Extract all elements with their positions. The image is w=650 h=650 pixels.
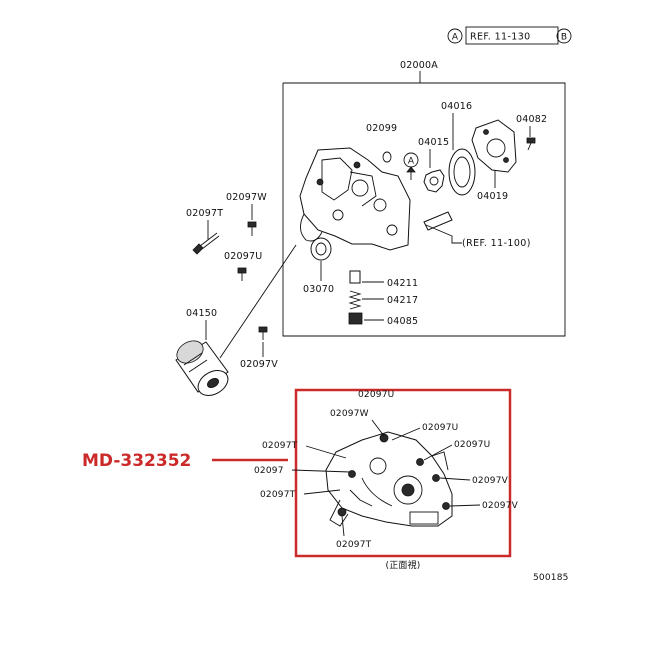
label-04016[interactable]: 04016 (441, 101, 472, 112)
label-02097V[interactable]: 02097V (240, 359, 278, 370)
hl-leader-u-right (391, 427, 421, 441)
ref-marker-b: B (561, 33, 567, 43)
ref-marker-a-circle (447, 28, 463, 44)
screw-icon (526, 137, 536, 151)
label-04019[interactable]: 04019 (477, 191, 508, 202)
hl-leader-t-low (303, 489, 341, 495)
assembly-label[interactable]: 02000A (400, 60, 438, 71)
part-number[interactable]: MD-332352 (82, 451, 191, 471)
inner-rotor-icon (423, 169, 445, 193)
pump-port-1 (351, 179, 369, 197)
label-04211[interactable]: 04211 (387, 278, 418, 289)
ref-note[interactable]: (REF. 11-100) (462, 238, 531, 249)
bolt-02097V-icon (258, 326, 268, 340)
ref-marker-a: A (452, 33, 459, 43)
hl-leader-u-far (423, 444, 453, 461)
arrow-head-icon (406, 166, 416, 173)
hl-label-v-low[interactable]: 02097V (482, 501, 519, 511)
hl-leader-t-bottom (341, 515, 345, 537)
label-02097T[interactable]: 02097T (186, 208, 223, 219)
spring-icon (348, 290, 362, 310)
label-04085[interactable]: 04085 (387, 316, 418, 327)
hl-label-t-bottom[interactable]: 02097T (336, 540, 372, 550)
leader-filter-to-pump (219, 244, 297, 359)
top-reference: A REF. 11-130 B (447, 26, 572, 45)
hl-label-w[interactable]: 02097W (330, 409, 369, 419)
oil-filter-icon (175, 340, 229, 396)
hl-label-u-right[interactable]: 02097U (422, 423, 458, 433)
hl-leader-v-low (449, 504, 481, 507)
pump-port-2 (373, 198, 387, 212)
label-03070[interactable]: 03070 (303, 284, 334, 295)
pump-cover-icon (471, 119, 517, 173)
gasket-icon (423, 211, 453, 231)
hl-leader-w (371, 419, 385, 437)
hl-label-v-right[interactable]: 02097V (472, 476, 509, 486)
hl-label-u-far[interactable]: 02097U (454, 440, 490, 450)
bolt-02097U-icon (237, 267, 247, 281)
highlight-box (294, 388, 512, 558)
bolt-02097T-icon (192, 232, 220, 255)
arrow-marker: A (408, 157, 415, 167)
diagram-code: 500185 (533, 573, 569, 583)
hl-label-t-mid[interactable]: 02097 (254, 466, 284, 476)
label-04217[interactable]: 04217 (387, 295, 418, 306)
hl-label-top-u[interactable]: 02097U (358, 390, 394, 400)
hl-leader-v-right (439, 477, 471, 481)
oil-seal-icon (310, 237, 332, 261)
pump-port-4 (386, 224, 398, 236)
hl-leader-t-left (305, 445, 347, 459)
label-04082[interactable]: 04082 (516, 114, 547, 125)
plunger-icon (349, 270, 361, 284)
assembly-frame: 02000A (282, 60, 566, 337)
pump-rib (349, 171, 377, 207)
hl-label-t-left[interactable]: 02097T (262, 441, 298, 451)
pump-port-3 (332, 209, 344, 221)
front-view-drawing (325, 431, 453, 527)
ref-text[interactable]: REF. 11-130 (470, 32, 531, 43)
label-02099[interactable]: 02099 (366, 123, 397, 134)
pump-housing (299, 147, 411, 251)
ref-box (465, 26, 559, 45)
hl-leader-t-mid (291, 469, 351, 473)
o-ring-icon (382, 151, 392, 163)
pump-bolt-hole-2 (316, 178, 324, 186)
oil-pump-body (299, 147, 411, 251)
pump-flange (300, 213, 323, 242)
ref-marker-b-circle (556, 28, 572, 44)
label-04150[interactable]: 04150 (186, 308, 217, 319)
label-04015[interactable]: 04015 (418, 137, 449, 148)
label-02097W[interactable]: 02097W (226, 192, 267, 203)
bolt-02097W-icon (247, 221, 257, 236)
hl-label-t-low[interactable]: 02097T (260, 490, 296, 500)
leader-ref-note (425, 224, 462, 244)
outer-rotor-icon (448, 148, 476, 196)
front-view-caption: (正面視) (385, 559, 420, 571)
plug-icon (348, 312, 363, 325)
pump-detail-1 (321, 157, 353, 201)
assembly-box (282, 82, 566, 337)
pump-bolt-hole (353, 161, 361, 169)
label-02097U[interactable]: 02097U (224, 251, 262, 262)
